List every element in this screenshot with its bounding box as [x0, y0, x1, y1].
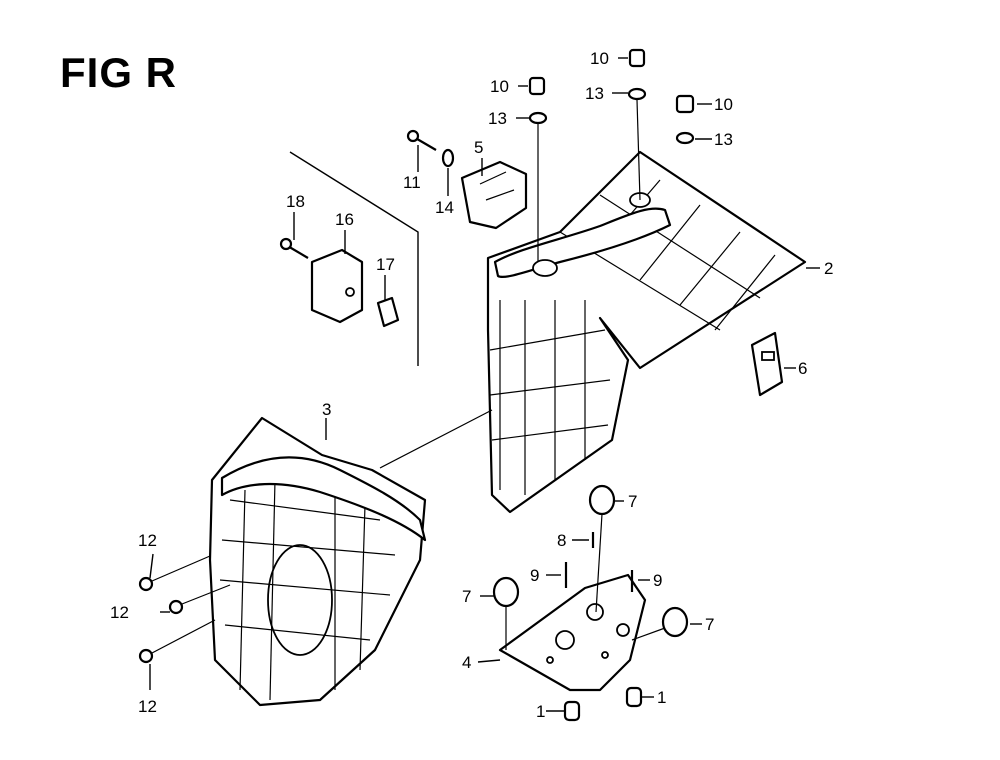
- figure-title: FIG R: [60, 49, 177, 96]
- part-10-nut-b: [628, 48, 646, 68]
- callout-13c: 13: [714, 130, 733, 149]
- part-7-mount-a: [588, 484, 616, 613]
- part-18-bolt: [279, 237, 309, 259]
- part-2-main-bracket: [486, 150, 807, 514]
- callout-8: 8: [557, 531, 566, 550]
- callout-17: 17: [376, 255, 395, 274]
- part-17-collar: [376, 296, 400, 328]
- callout-16: 16: [335, 210, 354, 229]
- callout-18: 18: [286, 192, 305, 211]
- part-10-nut-a: [528, 76, 546, 96]
- callout-7c: 7: [705, 615, 714, 634]
- part-16-inset-clip: [310, 248, 364, 324]
- callout-13b: 13: [585, 84, 604, 103]
- part-1-mount-b: [625, 686, 643, 708]
- part-13-washer-a: [528, 111, 548, 262]
- inset-boundary-lines: [289, 151, 419, 366]
- part-3-lower-bracket: [208, 416, 427, 707]
- callout-6: 6: [798, 359, 807, 378]
- part-13-washer-c: [675, 131, 695, 145]
- callout-2: 2: [824, 259, 833, 278]
- part-5-clip: [460, 160, 528, 230]
- callout-12a: 12: [138, 531, 157, 550]
- part-6-plate: [750, 331, 784, 397]
- callout-9b: 9: [653, 571, 662, 590]
- callout-4: 4: [462, 653, 471, 672]
- part-14-washer: [441, 148, 455, 168]
- part-7-mount-c: [631, 606, 689, 641]
- callout-13a: 13: [488, 109, 507, 128]
- callout-12b: 12: [110, 603, 129, 622]
- callout-12c: 12: [138, 697, 157, 716]
- callout-14: 14: [435, 198, 454, 217]
- assembly-line: [379, 409, 493, 469]
- part-4-base-plate: [498, 573, 647, 692]
- part-12-bolt-b: [168, 584, 231, 615]
- part-10-nut-c: [675, 94, 695, 114]
- callout-1a: 1: [536, 702, 545, 721]
- callout-labels: 1 1 2 3 4 5 6 7 7 7 8 9 9 10 10 10 11 12…: [110, 49, 833, 721]
- callout-11: 11: [403, 173, 421, 192]
- part-12-bolt-c: [138, 619, 216, 664]
- part-7-mount-b: [492, 576, 520, 650]
- callout-10c: 10: [714, 95, 733, 114]
- leader-lines: [149, 57, 820, 712]
- callout-7b: 7: [462, 587, 471, 606]
- part-11-bolt: [406, 129, 437, 151]
- callout-9a: 9: [530, 566, 539, 585]
- part-13-washer-b: [627, 87, 647, 201]
- callout-7a: 7: [628, 492, 637, 511]
- callout-10b: 10: [590, 49, 609, 68]
- callout-5: 5: [474, 138, 483, 157]
- callout-1b: 1: [657, 688, 666, 707]
- callout-3: 3: [322, 400, 331, 419]
- callout-10a: 10: [490, 77, 509, 96]
- part-1-mount-a: [563, 700, 581, 722]
- part-12-bolt-a: [138, 555, 211, 592]
